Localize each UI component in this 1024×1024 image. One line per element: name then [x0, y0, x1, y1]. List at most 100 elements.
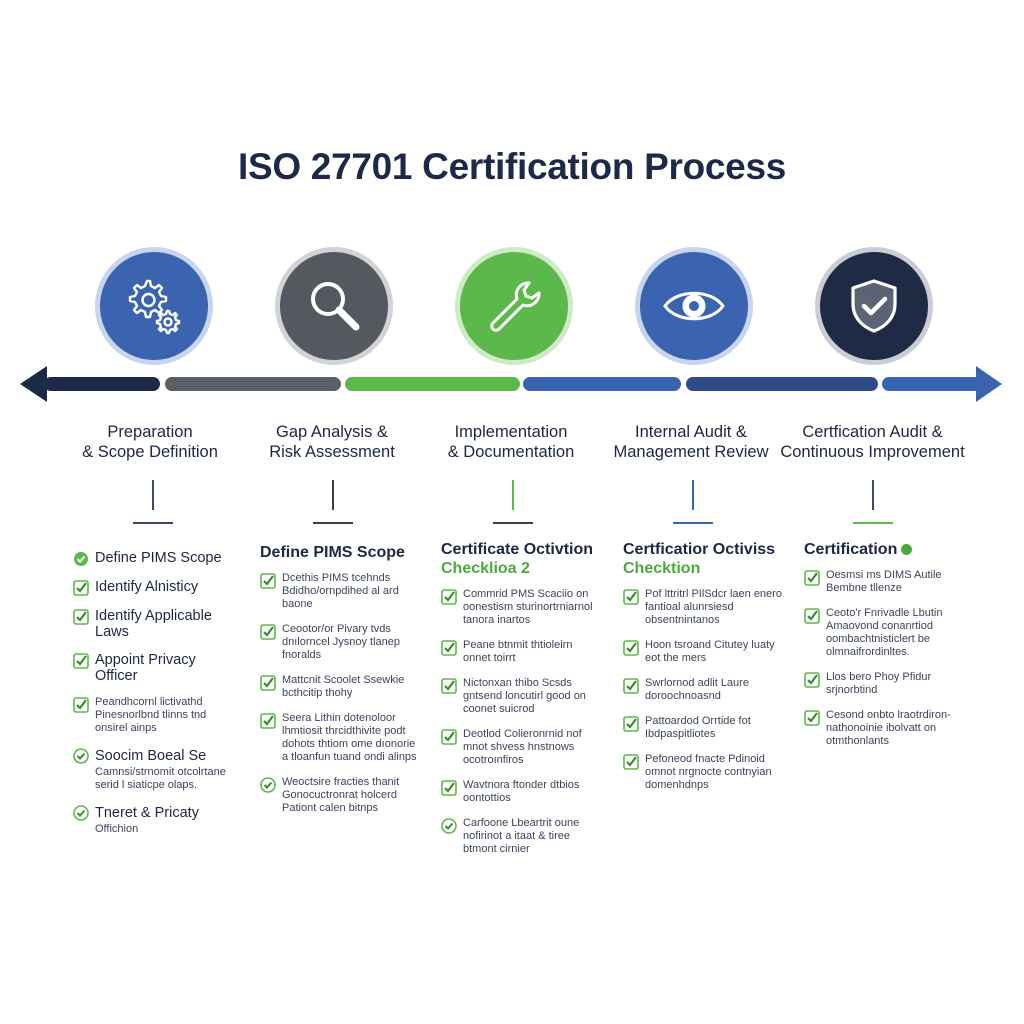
list-item-subtext: Offichion: [95, 823, 139, 835]
checkbox-icon: [623, 589, 639, 605]
stage-3-rule: [493, 522, 533, 524]
list-item: Dcethis PIMS tcehnds Bdidho/ornpdihed al…: [260, 572, 420, 611]
list-item-text: Mattcnit Scoolet Ssewkie bcthcitip thohy: [282, 674, 405, 699]
list-item: Peane btnmit thtioleirn onnet toirrt: [441, 639, 601, 665]
page-title: ISO 27701 Certification Process: [237, 146, 786, 187]
checkbox-icon: [73, 580, 89, 596]
list-item: Nictonxan thibo Scsds gntsend loncutirl …: [441, 677, 601, 716]
checkbox-icon: [623, 754, 639, 770]
stage-4-tick: [692, 480, 694, 510]
timeline-segment-3: [345, 377, 520, 391]
checkbox-icon: [441, 589, 457, 605]
list-item-text: Commrid PMS Scaciio on oonestism sturino…: [463, 588, 593, 626]
checkbox-icon: [260, 675, 276, 691]
list-item: Cesond onbto lraotrdiron- nathonoinie ib…: [804, 709, 969, 748]
list-item-text: Dcethis PIMS tcehnds Bdidho/ornpdihed al…: [282, 572, 399, 610]
stage-1-rule: [133, 522, 173, 524]
stage-1-title-line1: Preparation: [107, 423, 193, 441]
timeline-segment-5: [686, 377, 878, 391]
timeline-segment-1: [44, 377, 160, 391]
stage-3-title: Implementation & Documentation: [416, 422, 606, 462]
checklist-column-2: Define PIMS Scope Dcethis PIMS tcehnds B…: [260, 543, 420, 827]
list-item: Wavtnora ftonder dtbios oontottios: [441, 779, 601, 805]
stage-5-title-line2: Continuous Improvement: [780, 443, 965, 461]
stage-1-title: Preparation & Scope Definition: [55, 422, 245, 462]
list-item: Carfoone Lbeartrit oune nofirinot a itaa…: [441, 817, 601, 856]
column-heading: Certification: [804, 540, 969, 559]
timeline-segment-2: [165, 377, 341, 391]
list-item-text: Peane btnmit thtioleirn onnet toirrt: [463, 639, 573, 664]
stage-4-title: Internal Audit & Management Review: [596, 422, 786, 462]
stage-2-tick: [332, 480, 334, 510]
list-item: Ceoto'r Fnrivadle Lbutin Amaovond conanr…: [804, 607, 969, 659]
column-heading: Define PIMS Scope: [260, 544, 405, 561]
magnifier-icon: [311, 282, 360, 331]
checkbox-icon: [73, 653, 89, 669]
list-item: Appoint Privacy Officer: [73, 652, 233, 684]
timeline-segment-6: [882, 377, 982, 391]
timeline-right-arrowhead: [976, 366, 1002, 402]
wrench-icon: [490, 281, 541, 332]
list-item: Weoctsire fracties thanit Gonocuctronrat…: [260, 776, 420, 815]
list-item-text: Soocim Boeal Se: [95, 748, 207, 764]
list-item: Seera Lithin dotenoloor lhmtiosit thrcid…: [260, 712, 420, 764]
checkbox-icon: [260, 624, 276, 640]
list-item-text: Pattoardod Orrtide fot Ibdpaspitliotes: [645, 715, 751, 740]
stage-1-title-line2: & Scope Definition: [82, 443, 218, 461]
checkbox-icon: [260, 713, 276, 729]
list-item: Deotlod Colieronrnid nof mnot shvess hns…: [441, 728, 601, 767]
stage-4-title-line1: Internal Audit &: [635, 423, 747, 441]
list-item-text: Pefoneod fnacte Pdinoid omnot nrgnocte c…: [645, 753, 772, 791]
list-item-text: Define PIMS Scope: [95, 550, 222, 566]
check-circle-icon: [73, 748, 89, 764]
stage-2-title: Gap Analysis & Risk Assessment: [237, 422, 427, 462]
check-circle-icon: [441, 818, 457, 834]
list-item-text: Oesmsi ms DIMS Autile Bembne tllenze: [826, 569, 942, 594]
checkbox-icon: [623, 640, 639, 656]
list-item-text: Seera Lithin dotenoloor lhmtiosit thrcid…: [282, 712, 417, 763]
checkbox-icon: [804, 608, 820, 624]
list-item-text: Nictonxan thibo Scsds gntsend loncutirl …: [463, 677, 586, 715]
list-item: Mattcnit Scoolet Ssewkie bcthcitip thohy: [260, 674, 420, 700]
stage-5-tick: [872, 480, 874, 510]
list-item-content: Soocim Boeal Se Camnsi/strnomit otcolrta…: [95, 747, 233, 792]
stage-4-rule: [673, 522, 713, 524]
stage-2-title-line2: Risk Assessment: [269, 443, 395, 461]
list-item-text: Weoctsire fracties thanit Gonocuctronrat…: [282, 776, 400, 814]
list-item: Hoon tsroand Citutey luaty eot the mers: [623, 639, 783, 665]
list-item-text: Peandhcornl lictivathd Pinesnorlbnd tlin…: [95, 696, 207, 734]
list-item-text: Ceootor/or Pivary tvds dnılorncel Jysnoy…: [282, 623, 401, 661]
checkbox-icon: [623, 716, 639, 732]
stage-3-tick: [512, 480, 514, 510]
checkbox-icon: [804, 672, 820, 688]
column-heading-main: Certficatior Octiviss: [623, 541, 776, 558]
checkbox-icon: [623, 678, 639, 694]
checkbox-icon: [260, 573, 276, 589]
list-item-text: Identify Alnisticy: [95, 579, 199, 595]
list-item: Identify Alnisticy: [73, 579, 233, 596]
list-item: Pattoardod Orrtide fot Ibdpaspitliotes: [623, 715, 783, 741]
checklist-column-3: Certificate Octivtion Checklioa 2 Commri…: [441, 540, 601, 868]
list-item: Oesmsi ms DIMS Autile Bembne tllenze: [804, 569, 969, 595]
stage-2-circle: [275, 247, 393, 365]
checklist-column-1: Define PIMS Scope Identify Alnisticy Ide…: [73, 550, 233, 848]
column-heading: Certificate Octivtion Checklioa 2: [441, 540, 601, 578]
stage-4-circle: [635, 247, 753, 365]
column-heading: Certficatior Octiviss Checktion: [623, 540, 783, 578]
stage-3-title-line2: & Documentation: [447, 443, 575, 461]
stage-5-title: Certfication Audit & Continuous Improvem…: [770, 422, 975, 462]
list-item-text: Ceoto'r Fnrivadle Lbutin Amaovond conanr…: [826, 607, 943, 658]
stage-3-title-line1: Implementation: [454, 423, 568, 441]
stage-1-circle: [95, 247, 213, 365]
list-item-text: Wavtnora ftonder dtbios oontottios: [463, 779, 580, 804]
list-item: Pof lttritrl PIlSdcr laen enero fantioal…: [623, 588, 783, 627]
checkbox-icon: [73, 697, 89, 713]
list-item: Llos bero Phoy Pfidur srjnorbtind: [804, 671, 969, 697]
list-item-text: Pof lttritrl PIlSdcr laen enero fantioal…: [645, 588, 782, 626]
checkbox-icon: [441, 678, 457, 694]
list-item-text: Appoint Privacy Officer: [95, 652, 196, 684]
checkbox-icon: [441, 640, 457, 656]
timeline-left-arrowhead: [20, 366, 47, 402]
column-heading-sub: Checktion: [623, 560, 701, 577]
list-item: Identify Applicable Laws: [73, 608, 233, 640]
